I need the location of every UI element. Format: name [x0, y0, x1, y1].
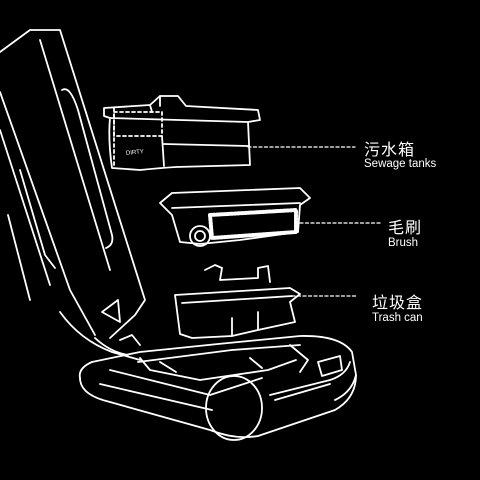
trash-can	[174, 264, 301, 339]
leader-lines	[247, 146, 381, 297]
vacuum-body	[0, 29, 146, 361]
brush-label-zh: 毛刷	[388, 220, 423, 237]
trash-can-label-en: Trash can	[372, 312, 423, 324]
floor-head	[78, 335, 357, 441]
brush-label-en: Brush	[388, 237, 419, 249]
sewage-tank-label-en: Sewage tanks	[364, 158, 437, 170]
brush	[159, 187, 311, 247]
trash-can-label-zh: 垃圾盒	[372, 295, 424, 312]
sewage-tank-label-zh: 污水箱	[364, 142, 416, 159]
sewage-tank	[103, 95, 261, 171]
